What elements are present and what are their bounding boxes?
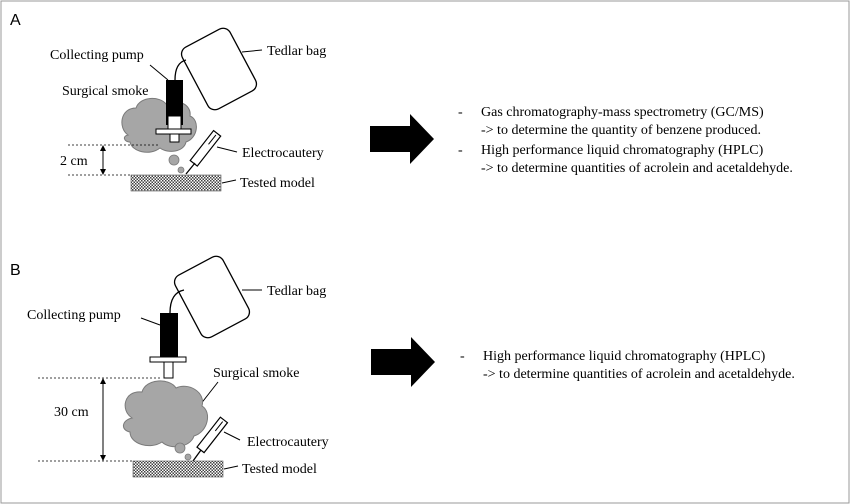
distance-label: 30 cm xyxy=(54,405,89,420)
collecting-pump-label: Collecting pump xyxy=(27,308,121,323)
electrocautery-leader xyxy=(223,431,241,441)
method-purpose: -> to determine quantities of acrolein a… xyxy=(481,161,793,176)
tedlar-bag-label: Tedlar bag xyxy=(267,284,326,299)
flow-arrow xyxy=(371,337,435,387)
collecting-pump-nozzle xyxy=(167,115,182,131)
distance-label: 2 cm xyxy=(60,154,88,169)
smoke-cloud xyxy=(121,98,197,153)
electrocautery xyxy=(189,129,222,167)
method-bullet: - xyxy=(458,105,463,120)
tested-model-leader xyxy=(221,179,237,184)
tedlar-bag-leader xyxy=(241,49,263,53)
surgical-smoke-label: Surgical smoke xyxy=(62,84,148,99)
collecting-pump-body xyxy=(160,313,178,358)
panel-b-label: B xyxy=(10,262,21,279)
tedlar-bag xyxy=(173,255,251,339)
electrocautery-tip xyxy=(192,449,202,462)
method-name: High performance liquid chromatography (… xyxy=(483,349,766,364)
collecting-pump-leader xyxy=(149,64,169,81)
tedlar-bag xyxy=(180,27,258,111)
electrocautery-leader xyxy=(216,146,238,153)
smoke-puff xyxy=(168,154,180,166)
electrocautery-tip xyxy=(185,162,196,175)
smoke-cloud xyxy=(123,380,209,448)
collection-tube xyxy=(174,59,187,81)
tedlar-bag-label: Tedlar bag xyxy=(267,44,326,59)
tested-model xyxy=(130,174,222,192)
methods-list: - High performance liquid chromatography… xyxy=(460,349,795,382)
method-name: High performance liquid chromatography (… xyxy=(481,143,764,158)
collecting-pump-tip xyxy=(163,361,174,379)
method-purpose: -> to determine the quantity of benzene … xyxy=(481,123,761,138)
collecting-pump-tip xyxy=(169,133,180,143)
collecting-pump-flange xyxy=(155,128,192,135)
tested-model-label: Tested model xyxy=(240,176,315,191)
electrocautery-label: Electrocautery xyxy=(242,146,324,161)
smoke-puff xyxy=(184,453,192,461)
collection-tube xyxy=(169,289,185,314)
collecting-pump-label: Collecting pump xyxy=(50,48,144,63)
panel-a: A Tedlar bag Collecting pump Surgical sm… xyxy=(10,12,793,192)
panel-b: B Tedlar bag Collecting pump Surgical sm… xyxy=(10,255,795,478)
method-name: Gas chromatography-mass spectrometry (GC… xyxy=(481,105,764,120)
smoke-puff xyxy=(177,166,185,174)
collecting-pump-flange xyxy=(149,356,187,363)
collecting-pump-body xyxy=(166,80,183,125)
methods-list: - Gas chromatography-mass spectrometry (… xyxy=(458,105,793,176)
method-purpose: -> to determine quantities of acrolein a… xyxy=(483,367,795,382)
collecting-pump-leader xyxy=(140,317,161,326)
flow-arrow xyxy=(370,114,434,164)
smoke-puff xyxy=(174,442,186,454)
tested-model-leader xyxy=(223,465,239,470)
method-bullet: - xyxy=(460,349,465,364)
panel-a-label: A xyxy=(10,12,21,29)
tested-model xyxy=(132,460,224,478)
method-bullet: - xyxy=(458,143,463,158)
tested-model-label: Tested model xyxy=(242,462,317,477)
electrocautery-label: Electrocautery xyxy=(247,435,329,450)
surgical-smoke-label: Surgical smoke xyxy=(213,366,299,381)
